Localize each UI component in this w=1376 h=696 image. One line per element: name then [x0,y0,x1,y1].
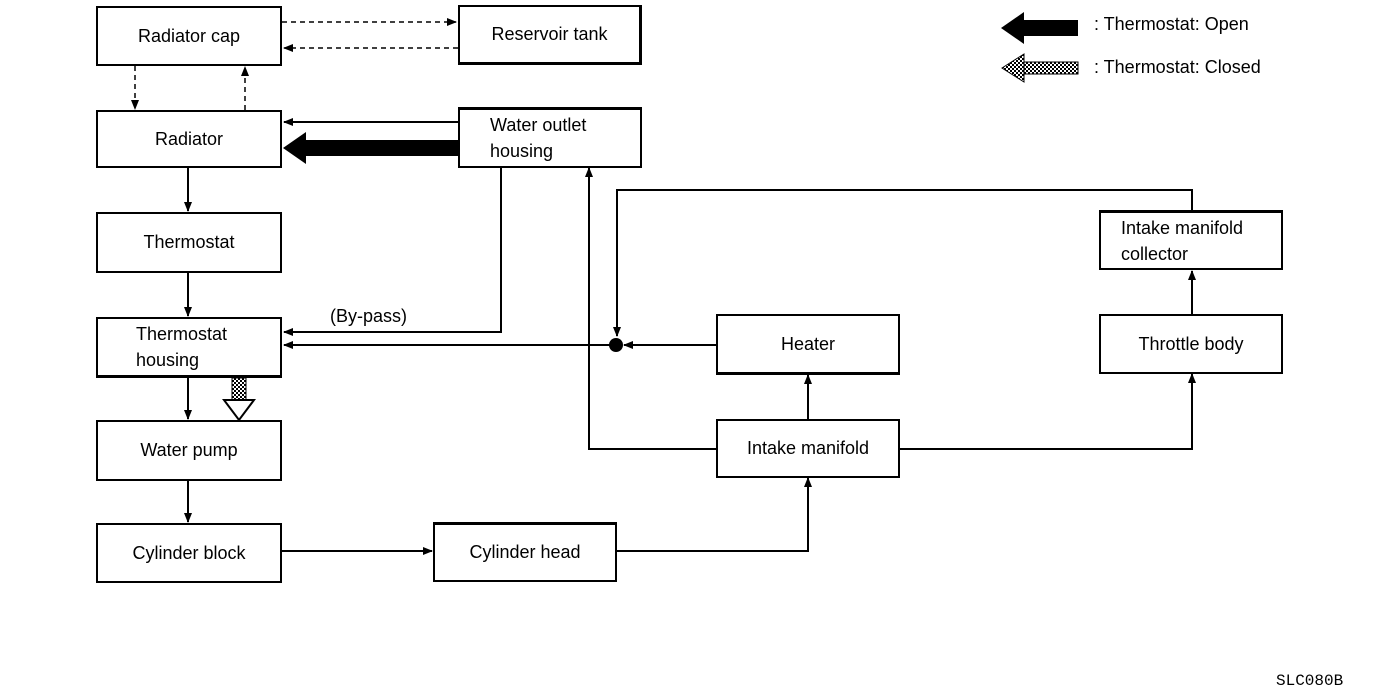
open-flow-arrow-head [283,132,306,164]
node-label: Cylinder block [132,542,246,563]
legend-open-label: : Thermostat: Open [1094,14,1249,34]
node-label: Intake manifold [746,438,870,458]
legend-closed-head [1001,53,1025,83]
node-label: Reservoir tank [491,24,608,44]
node-label: Water outlet housing [490,115,587,161]
node-cylinder-block: Cylinder block [96,523,282,583]
closed-flow-arrow-head [222,399,256,422]
node-label: Cylinder head [469,542,581,562]
node-intake-manifold: Intake manifold [716,419,900,478]
bypass-label: (By-pass) [330,306,408,326]
line-bypass [283,168,502,336]
node-heater: Heater [716,314,900,375]
legend-closed-label: : Thermostat: Closed [1094,57,1261,77]
node-label: Intake manifold collector [1121,217,1244,264]
node-water-outlet-housing: Water outlet housing [458,107,642,168]
node-reservoir-tank: Reservoir tank [458,5,642,65]
node-label: Heater [780,333,836,354]
node-thermostat-housing: Thermostat housing [96,317,282,378]
node-water-pump: Water pump [96,420,282,481]
node-label: Thermostat [143,232,235,252]
node-radiator-cap: Radiator cap [96,6,282,66]
node-label: Radiator cap [137,25,241,46]
line-collector-to-junction [613,189,1193,337]
node-cylinder-head: Cylinder head [433,522,617,582]
node-intake-manifold-collector: Intake manifold collector [1099,210,1283,270]
legend-open-shaft [1022,20,1078,36]
line-head-to-manifold [617,477,812,552]
junction-dot [609,338,623,352]
legend-closed-shaft [1021,61,1079,75]
figure-code: SLC080B [1276,672,1344,690]
line-manifold-to-outlet [585,167,716,450]
node-throttle-body: Throttle body [1099,314,1283,374]
node-label: Water pump [140,440,238,460]
legend-open-head [1001,12,1024,44]
node-label: Thermostat housing [136,324,228,370]
closed-flow-arrow-shaft [231,377,247,401]
node-label: Throttle body [1138,333,1244,354]
line-manifold-to-throttle [900,373,1196,450]
node-radiator: Radiator [96,110,282,168]
node-label: Radiator [154,128,224,149]
open-flow-arrow-shaft [305,140,458,156]
node-thermostat: Thermostat [96,212,282,273]
